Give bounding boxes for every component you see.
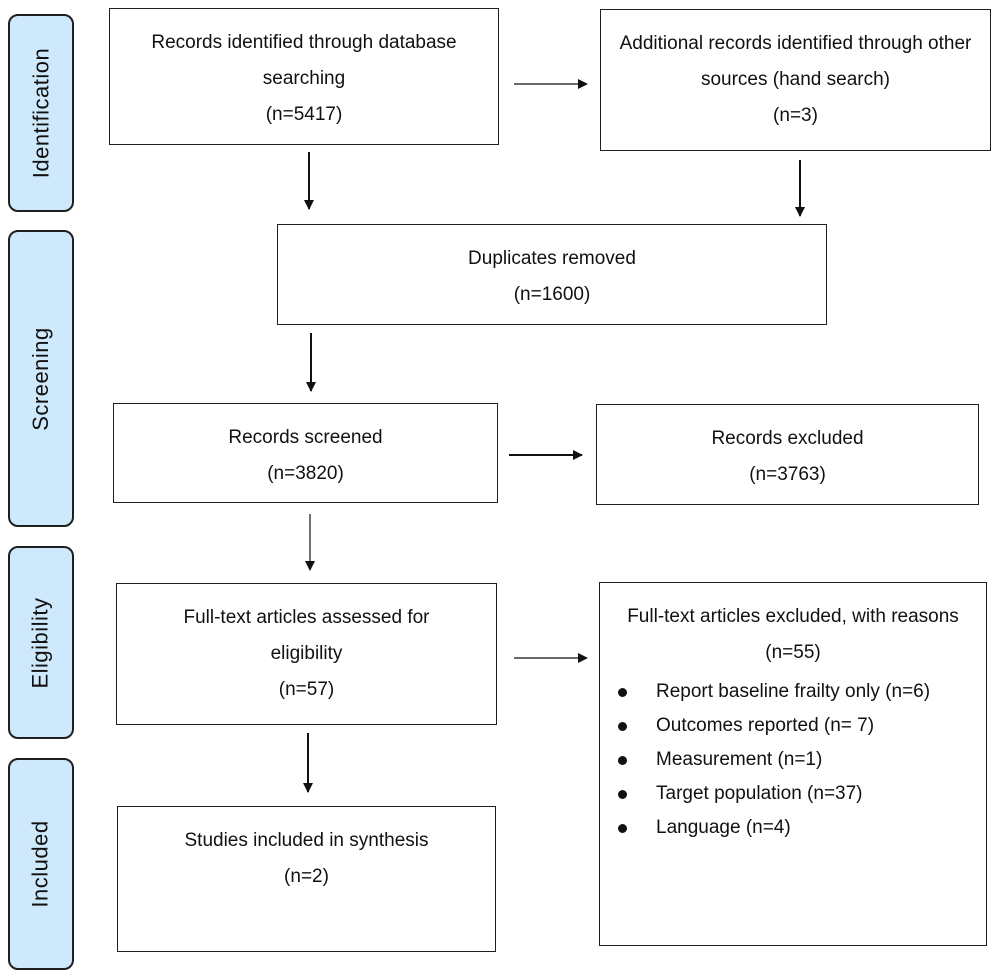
phase-label: Identification [28, 47, 53, 179]
box-text: Additional records identified through ot… [619, 33, 972, 90]
list-item: Measurement (n=1) [600, 743, 960, 777]
phase-label: Eligibility [28, 596, 53, 689]
box-fulltext-excluded: Full-text articles excluded, with reason… [599, 582, 987, 946]
box-fulltext-assessed: Full-text articles assessed for eligibil… [116, 583, 497, 725]
box-additional-records: Additional records identified through ot… [600, 9, 991, 151]
phase-label: Included [28, 820, 53, 908]
box-count: (n=1600) [513, 284, 591, 305]
box-duplicates-removed: Duplicates removed (n=1600) [277, 224, 827, 325]
phase-eligibility: Eligibility [8, 546, 74, 739]
list-item: Language (n=4) [600, 811, 960, 845]
phase-screening: Screening [8, 230, 74, 527]
box-count: (n=2) [284, 866, 329, 887]
box-text: Full-text articles excluded, with reason… [627, 606, 959, 627]
box-records-screened: Records screened (n=3820) [113, 403, 498, 503]
box-text: Records excluded [711, 428, 864, 449]
box-database-records: Records identified through database sear… [109, 8, 499, 145]
exclusion-reasons-list: Report baseline frailty only (n=6) Outco… [600, 675, 960, 845]
box-count: (n=57) [278, 679, 335, 700]
list-item: Target population (n=37) [600, 777, 960, 811]
list-item: Report baseline frailty only (n=6) [600, 675, 960, 709]
box-count: (n=3763) [749, 464, 826, 485]
box-text: Full-text articles assessed for eligibil… [183, 607, 430, 664]
box-text: Duplicates removed [468, 248, 636, 269]
box-text: Records screened [228, 427, 383, 448]
box-count: (n=5417) [265, 104, 343, 125]
box-count: (n=55) [765, 642, 821, 663]
phase-identification: Identification [8, 14, 74, 212]
box-count: (n=3820) [267, 463, 344, 484]
box-records-excluded: Records excluded (n=3763) [596, 404, 979, 505]
phase-included: Included [8, 758, 74, 970]
phase-label: Screening [28, 326, 54, 431]
box-count: (n=3) [773, 105, 818, 126]
box-text: Records identified through database sear… [151, 32, 457, 89]
box-text: Studies included in synthesis [184, 830, 429, 851]
list-item: Outcomes reported (n= 7) [600, 709, 960, 743]
box-studies-included: Studies included in synthesis (n=2) [117, 806, 496, 952]
